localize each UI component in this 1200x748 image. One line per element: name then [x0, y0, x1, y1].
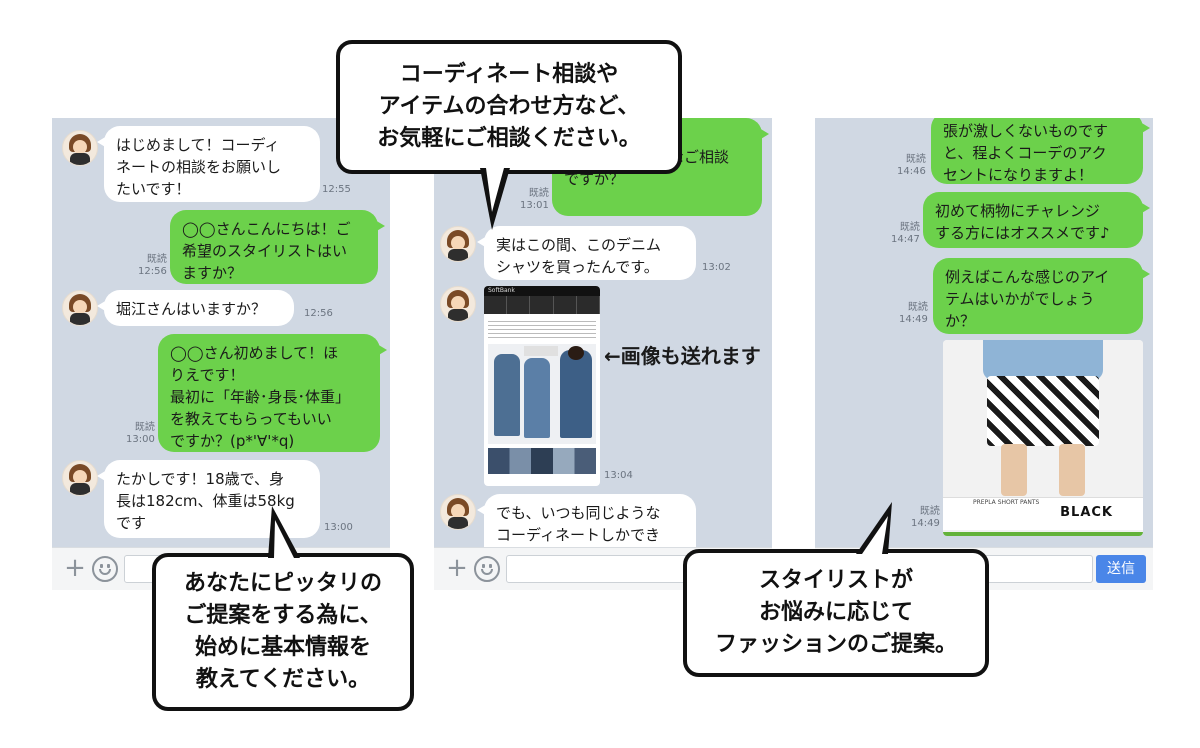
image-caption: ←画像も送れます [604, 344, 761, 368]
read-receipt: 既読 12:56 [138, 254, 167, 277]
message-bubble: ◯◯さん初めまして！ほ りえです！ 最初に「年齢･身長･体重」 を教えてもらって… [158, 334, 387, 452]
stylist-avatar[interactable] [62, 460, 98, 496]
callout-bottom-left: あなたにピッタリの ご提案をする為に、 始めに基本情報を 教えてください。 [152, 553, 414, 711]
chat-panel-3: 既読 14:46 張が激しくないものです と、程よくコーデのアク セントになりま… [815, 118, 1153, 590]
read-receipt: 既読 14:47 [891, 222, 920, 245]
sent-image-shorts[interactable]: PREPLA SHORT PANTS BLACK [943, 340, 1143, 536]
plus-icon[interactable]: + [64, 553, 86, 583]
callout-top-tail [480, 168, 510, 230]
callout-bottom-right: スタイリストが お悩みに応じて ファッションのご提案。 [683, 549, 989, 677]
stylist-avatar[interactable] [440, 286, 476, 322]
message-time: 13:02 [702, 262, 731, 273]
sent-image-shirt-screenshot[interactable]: SoftBank [484, 286, 600, 486]
message-bubble: 堀江さんはいますか？ [97, 290, 294, 326]
product-banner: PREPLA SHORT PANTS BLACK [943, 497, 1143, 530]
message-bubble: 例えばこんな感じのアイ テムはいかがでしょう か？ [933, 258, 1150, 334]
banner-brand: BLACK [1060, 505, 1113, 520]
smile-icon[interactable] [92, 556, 118, 582]
read-receipt: 既読 14:49 [911, 506, 940, 529]
message-bubble: 実はこの間、このデニム シャツを買ったんです。 [477, 226, 696, 280]
denim-shirt-photo [488, 344, 596, 444]
message-time: 13:00 [324, 522, 353, 533]
callout-top: コーディネート相談や アイテムの合わせ方など、 お気軽にご相談ください。 [336, 40, 682, 174]
callout-bottom-right-tail [856, 502, 892, 554]
message-bubble: たかしです！18歳で、身 長は182cm、体重は58kg です [97, 460, 320, 538]
stylist-avatar[interactable] [62, 130, 98, 166]
phone-nav-bar [484, 296, 600, 314]
message-time: 12:56 [304, 308, 333, 319]
read-receipt: 既読 14:46 [897, 154, 926, 177]
message-bubble: 張が激しくないものです と、程よくコーデのアク セントになりますよ！ [931, 118, 1150, 184]
read-receipt: 既読 13:01 [520, 188, 549, 211]
stylist-avatar[interactable] [440, 226, 476, 262]
phone-text-block [488, 318, 596, 340]
message-time: 12:55 [322, 184, 351, 195]
read-receipt: 既読 13:00 [126, 422, 155, 445]
stylist-avatar[interactable] [440, 494, 476, 530]
message-bubble: はじめまして！コーディ ネートの相談をお願いし たいです！ [97, 126, 320, 202]
phone-status-bar: SoftBank [484, 286, 600, 296]
message-time: 13:04 [604, 470, 633, 481]
send-button[interactable]: 送信 [1096, 555, 1146, 583]
smile-icon[interactable] [474, 556, 500, 582]
read-receipt: 既読 14:49 [899, 302, 928, 325]
banner-small-text: PREPLA SHORT PANTS [973, 499, 1040, 506]
product-thumbnails [488, 448, 596, 474]
message-bubble: ◯◯さんこんにちは！ご 希望のスタイリストはい ますか？ [170, 210, 385, 284]
plus-icon[interactable]: + [446, 553, 468, 583]
callout-bottom-left-tail [268, 506, 300, 558]
shirt-shape [983, 340, 1103, 380]
message-bubble: 初めて柄物にチャレンジ する方にはオススメです♪ [923, 192, 1150, 248]
chat-panel-1: はじめまして！コーディ ネートの相談をお願いし たいです！ 12:55 既読 1… [52, 118, 390, 590]
stylist-avatar[interactable] [62, 290, 98, 326]
palm-print-shorts [987, 376, 1099, 446]
